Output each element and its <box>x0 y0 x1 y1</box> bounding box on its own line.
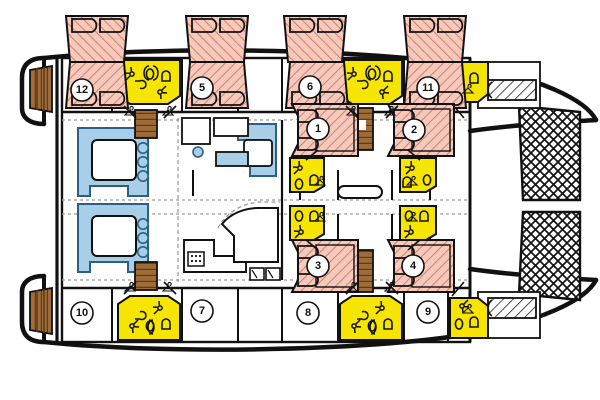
companionway-steps-port-lower <box>134 261 158 291</box>
galley-counter-upper <box>77 127 150 197</box>
cabin-marker-6[interactable]: 6 <box>298 75 322 99</box>
saloon-settee-upper <box>237 123 277 177</box>
head-top-left-a <box>117 59 181 105</box>
cabin-number-label: 7 <box>199 305 205 317</box>
cabin-number-label: 6 <box>307 81 313 93</box>
head-bot-right-a <box>339 295 403 341</box>
head-mid-lower-right <box>399 205 437 241</box>
cabin-marker-11[interactable]: 11 <box>416 76 440 100</box>
cabin-marker-10[interactable]: 10 <box>70 301 94 325</box>
companionway-steps-port <box>134 109 158 139</box>
cabin-number-label: 4 <box>410 260 417 272</box>
trampoline-lower <box>517 210 582 302</box>
cabin-berth-8 <box>283 15 347 63</box>
stern-steps-lower <box>29 286 53 336</box>
cabin-marker-12[interactable]: 12 <box>70 78 94 102</box>
cabin-number-label: 3 <box>315 260 321 272</box>
cabin-number-label: 5 <box>199 82 205 94</box>
cabin-marker-3[interactable]: 3 <box>306 254 330 278</box>
head-mid-lower-left <box>289 205 325 241</box>
galley-counter-lower <box>77 203 150 273</box>
cabin-markers: 12 5 6 11 1 2 3 4 <box>70 75 440 325</box>
cabin-number-label: 1 <box>315 123 321 135</box>
cabin-marker-8[interactable]: 8 <box>296 301 320 325</box>
saloon-nav-station <box>183 239 247 273</box>
cabin-number-label: 11 <box>422 82 434 94</box>
cabin-marker-9[interactable]: 9 <box>416 300 440 324</box>
cabin-number-label: 10 <box>76 307 88 319</box>
saloon-table-lower <box>217 201 281 281</box>
head-mid-upper-right <box>399 157 437 193</box>
saloon-cockpit-table <box>337 185 383 199</box>
cabin-marker-4[interactable]: 4 <box>401 254 425 278</box>
cabin-number-label: 8 <box>305 307 311 319</box>
cabin-berth-10 <box>65 15 129 63</box>
head-mid-upper-left <box>289 157 325 193</box>
cabin-number-label: 2 <box>411 124 417 136</box>
cabin-berth-9 <box>403 15 467 63</box>
cabin-marker-5[interactable]: 5 <box>190 76 214 100</box>
saloon-sink-block <box>181 117 249 196</box>
cabin-marker-1[interactable]: 1 <box>306 117 330 141</box>
head-bot-left-a <box>117 295 181 341</box>
cabin-marker-2[interactable]: 2 <box>402 118 426 142</box>
trampoline-upper <box>517 104 582 202</box>
cabin-marker-7[interactable]: 7 <box>190 299 214 323</box>
head-bot-right-b <box>449 297 489 339</box>
head-top-right-a <box>339 59 403 105</box>
cabin-number-label: 9 <box>425 306 431 318</box>
cabin-number-label: 12 <box>76 84 88 96</box>
cabin-berth-7 <box>185 15 249 63</box>
stern-steps-upper <box>29 64 53 114</box>
